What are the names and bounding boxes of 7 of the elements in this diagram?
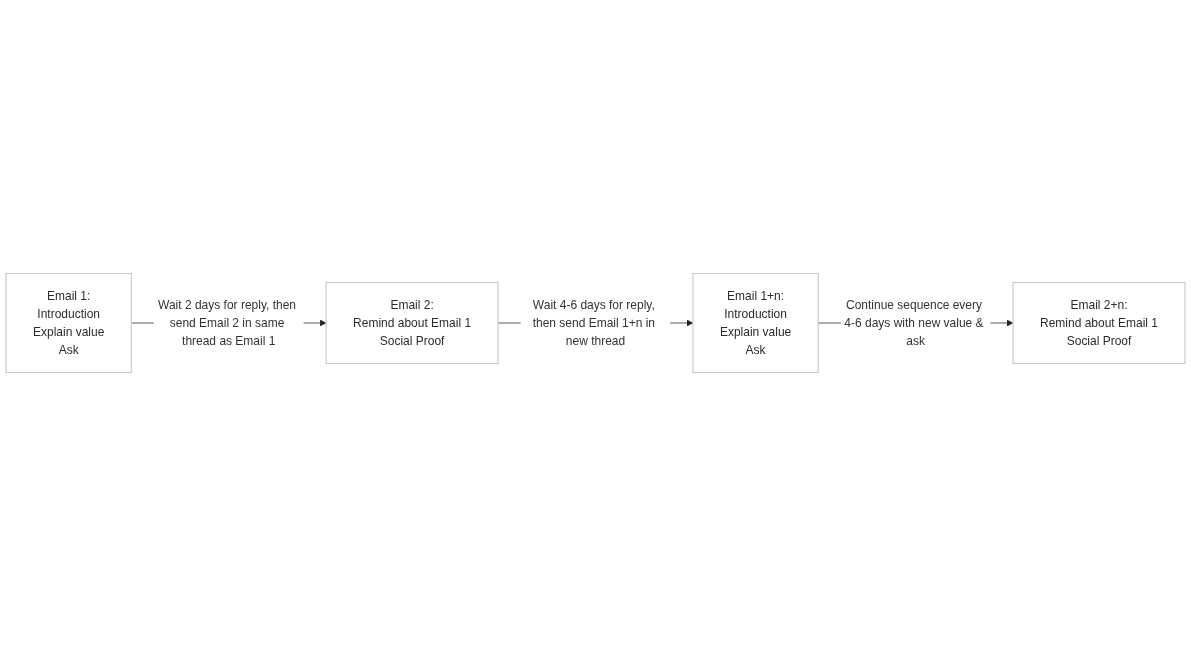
edge-label: Wait 4-6 days for reply, then send Email 1+n in new thread — [532, 298, 655, 347]
node-box: Email 2+n: Remind about Email 1 Social Proof — [1012, 281, 1186, 365]
node-box: Email 1: Introduction Explain value Ask — [5, 273, 132, 373]
edge-label: Continue sequence every 4-6 days with new value & ask — [844, 298, 984, 347]
node-box: Email 2: Remind about Email 1 Social Proof — [325, 281, 499, 365]
node-box: Email 1+n: Introduction Explain value Ask — [692, 273, 819, 373]
edge-label: Wait 2 days for reply, then send Email 2 in same thread as Email 1 — [158, 298, 297, 347]
